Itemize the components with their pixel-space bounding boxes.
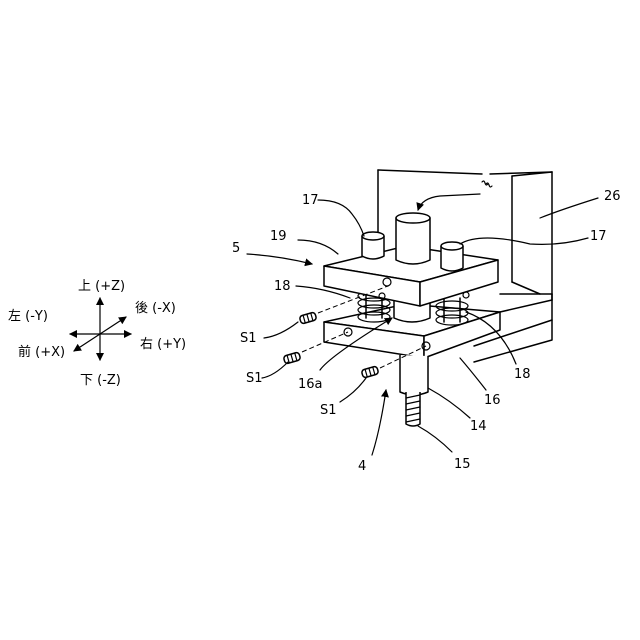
hole-icon	[463, 292, 469, 298]
pin-17-right	[441, 242, 463, 271]
axis-label-front: 前 (+X)	[18, 344, 65, 360]
center-cylinder	[396, 213, 430, 264]
label-16a: 16a	[298, 377, 323, 392]
label-17-left: 17	[302, 193, 319, 208]
axis-label-down: 下 (-Z)	[80, 373, 121, 388]
label-14: 14	[470, 419, 487, 434]
label-s1-b: S1	[246, 371, 263, 386]
set-screw-s1-b	[283, 352, 301, 364]
axis-label-right: 右 (+Y)	[140, 337, 186, 352]
label-26: 26	[604, 189, 621, 204]
set-screw-s1-a	[299, 312, 317, 324]
label-s1-a: S1	[240, 331, 257, 346]
pin-17-left	[362, 232, 384, 259]
movement-arrow-icon	[418, 194, 480, 210]
label-s1-c: S1	[320, 403, 337, 418]
label-16: 16	[484, 393, 501, 408]
label-18-right: 18	[514, 367, 531, 382]
axis-label-left: 左 (-Y)	[8, 309, 48, 324]
back-arrow-icon	[100, 317, 126, 334]
label-19: 19	[270, 229, 287, 244]
label-15: 15	[454, 457, 471, 472]
front-arrow-icon	[74, 334, 100, 351]
axis-label-up: 上 (+Z)	[78, 279, 125, 294]
label-4: 4	[358, 459, 366, 474]
axis-label-back: 後 (-X)	[135, 301, 176, 316]
label-17-right: 17	[590, 229, 607, 244]
set-screw-s1-c	[361, 366, 379, 378]
direction-axes-legend: 上 (+Z) 下 (-Z) 左 (-Y) 右 (+Y) 後 (-X) 前 (+X…	[8, 279, 186, 388]
shaft-14	[400, 355, 428, 426]
label-18-left: 18	[274, 279, 291, 294]
label-5: 5	[232, 241, 240, 256]
